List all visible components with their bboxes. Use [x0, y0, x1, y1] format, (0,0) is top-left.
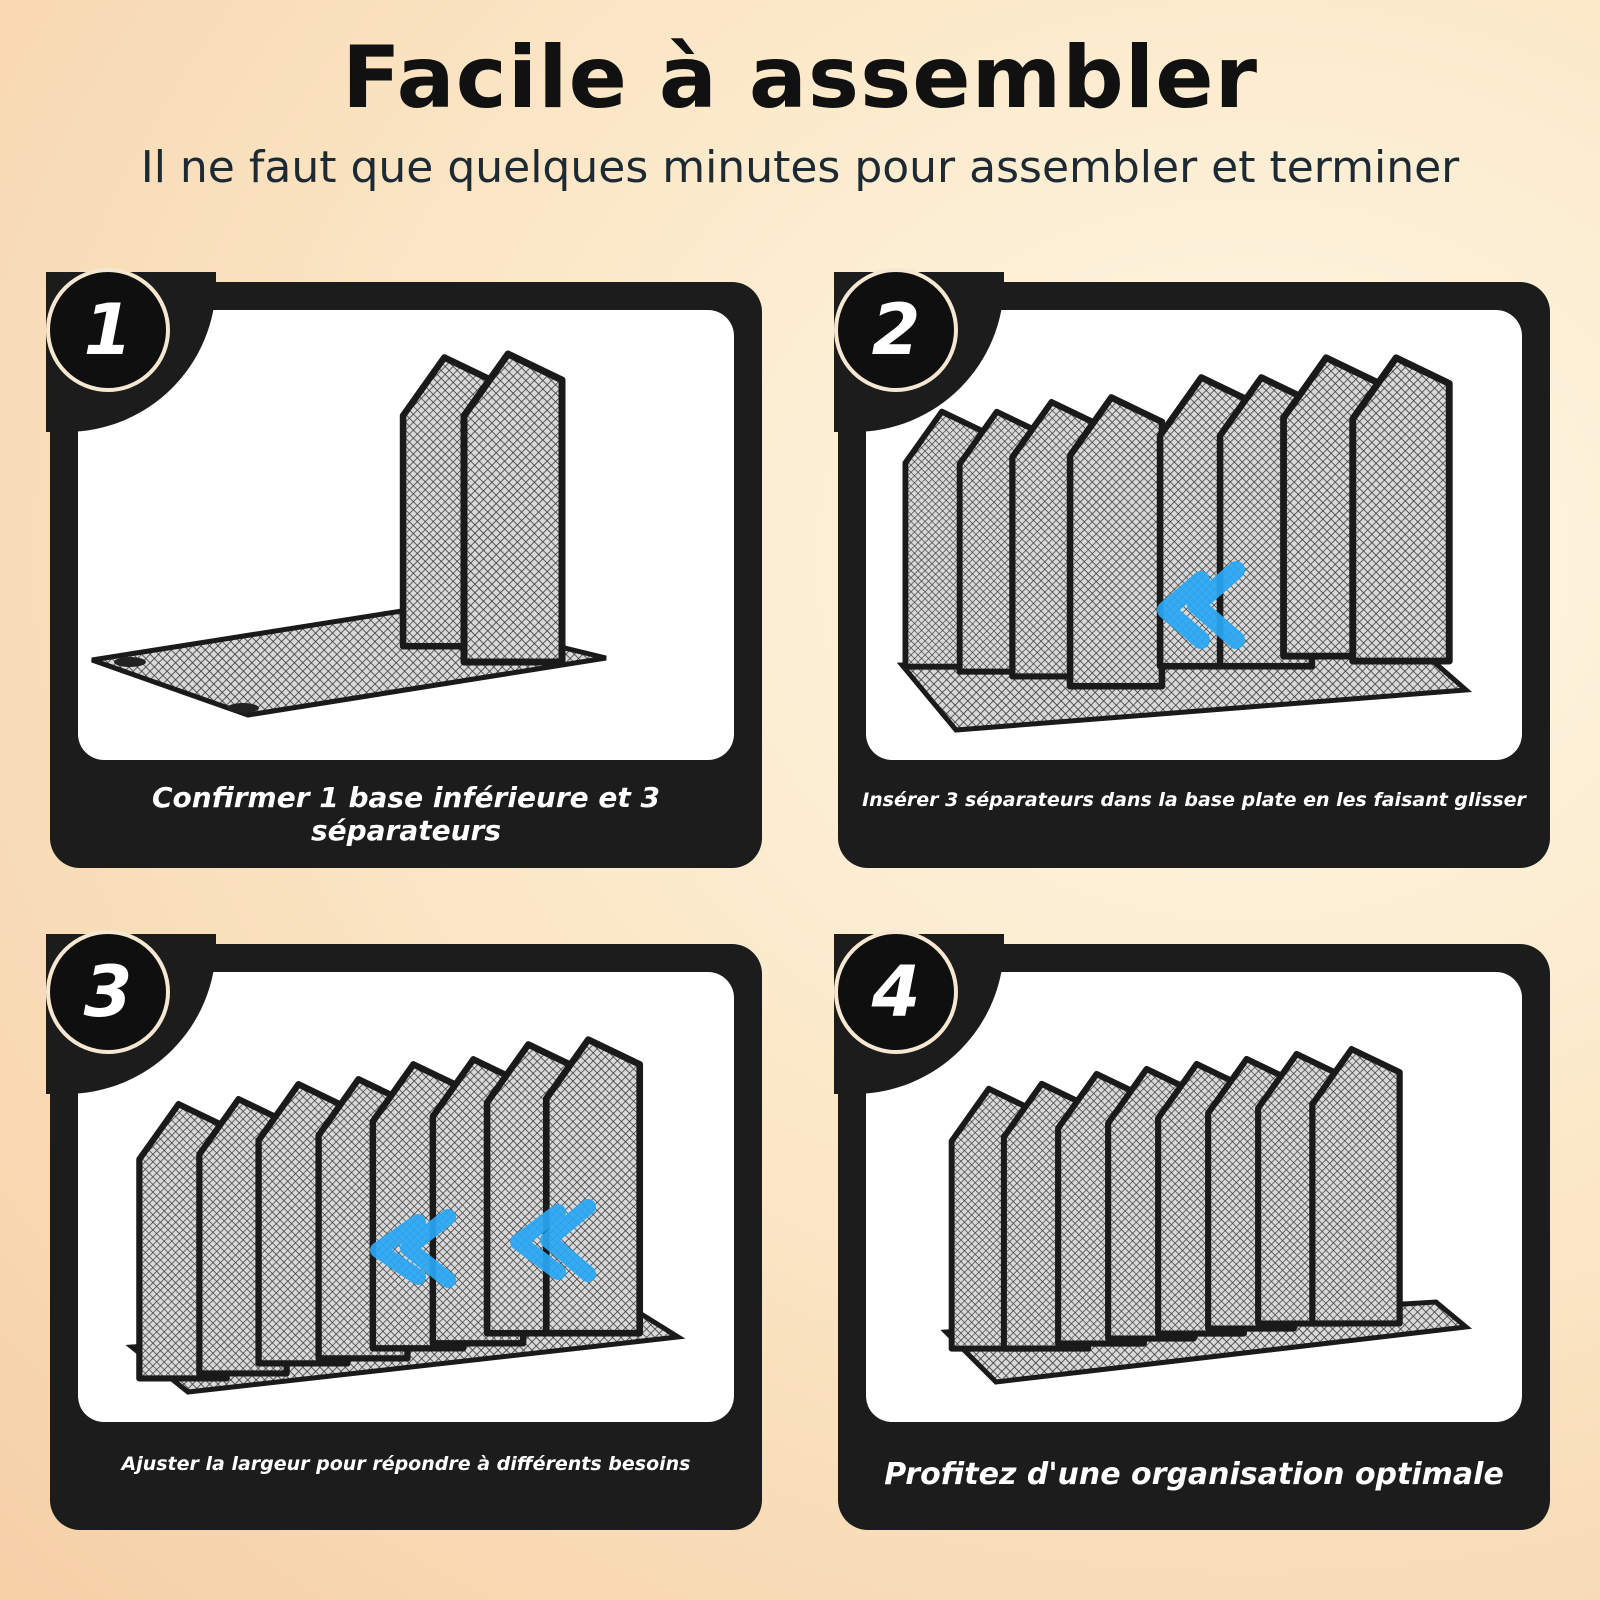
page-subtitle: Il ne faut que quelques minutes pour ass…: [140, 142, 1460, 193]
step-4-image: [866, 972, 1522, 1422]
step-number-badge: 4: [834, 930, 958, 1054]
step-2-caption: Insérer 3 séparateurs dans la base plate…: [862, 789, 1526, 811]
step-3-image: [78, 972, 734, 1422]
step-number-badge: 3: [46, 930, 170, 1054]
page-title: Facile à assembler: [341, 28, 1259, 128]
step-3-caption: Ajuster la largeur pour répondre à diffé…: [121, 1453, 691, 1475]
step-card-4: 4 Profitez d'une organisation optimale: [834, 930, 1550, 1530]
step-2-image: [866, 310, 1522, 760]
step-card-1: 1 Confirmer 1 base inférieure et 3 sépar…: [46, 268, 762, 868]
step-card-2: 2 Insérer 3 séparateurs dans la base pla…: [834, 268, 1550, 868]
step-number-badge: 2: [834, 268, 958, 392]
step-number-badge: 1: [46, 268, 170, 392]
arrow-icon: [1157, 561, 1245, 649]
step-1-caption: Confirmer 1 base inférieure et 3 séparat…: [151, 781, 661, 847]
step-1-image: [78, 310, 734, 760]
arrow-icon: [370, 1199, 596, 1288]
step-4-caption: Profitez d'une organisation optimale: [884, 1456, 1504, 1492]
step-card-3: 3 Ajuster la largeur pour répondre à dif…: [46, 930, 762, 1530]
